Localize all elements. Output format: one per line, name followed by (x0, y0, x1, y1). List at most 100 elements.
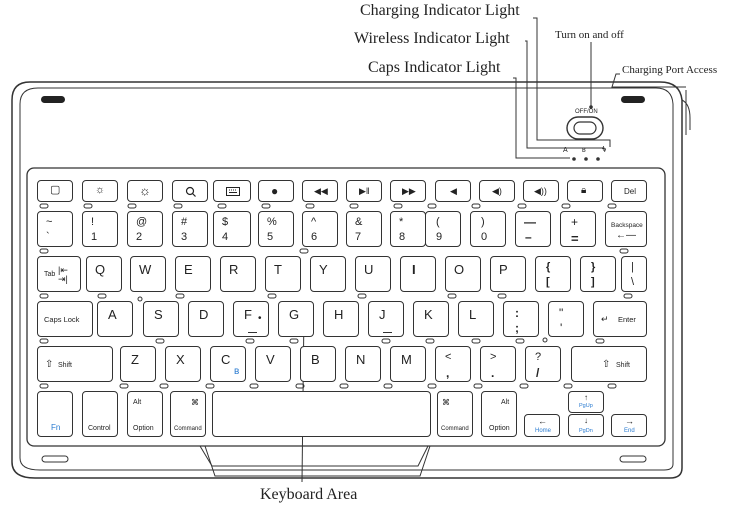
power-button[interactable] (566, 116, 604, 140)
key-legend: Y (319, 262, 328, 277)
search-icon (185, 186, 196, 197)
key-semicolon[interactable]: :; (503, 301, 539, 337)
key-slash[interactable]: ?/ (525, 346, 561, 382)
key-legend: K (424, 307, 433, 322)
brightness-down-key[interactable]: ☼ (82, 180, 118, 202)
key-g[interactable]: G (278, 301, 314, 337)
key-legend-shift: ) (481, 216, 485, 228)
brightness-up-key[interactable]: ☼ (127, 180, 163, 202)
key-p[interactable]: P (490, 256, 526, 292)
control-key[interactable]: Control (82, 391, 118, 437)
key-legend: . (491, 366, 495, 380)
key-quote[interactable]: "' (548, 301, 584, 337)
rewind-key[interactable]: ◀◀ (302, 180, 338, 202)
volume-up-key[interactable]: ◀)) (523, 180, 559, 202)
key-s[interactable]: S (143, 301, 179, 337)
left-arrow-key[interactable]: ←Home (524, 414, 560, 437)
backspace-key[interactable]: Backspace←— (605, 211, 647, 247)
key-q[interactable]: Q (86, 256, 122, 292)
fn-key[interactable]: Fn (37, 391, 73, 437)
wireless-indicator-glyph: ʙ (582, 147, 586, 154)
key-l[interactable]: L (458, 301, 494, 337)
keyboard-icon (226, 187, 240, 196)
key-o[interactable]: O (445, 256, 481, 292)
key-a[interactable]: A (97, 301, 133, 337)
key-backtick[interactable]: ~` (37, 211, 73, 247)
key-equals[interactable]: += (560, 211, 596, 247)
key-legend: M (401, 352, 412, 367)
key-e[interactable]: E (175, 256, 211, 292)
key-legend: U (364, 262, 374, 277)
key-minus[interactable]: —– (515, 211, 551, 247)
key-i[interactable]: I (400, 256, 436, 292)
home-key[interactable]: ▢ (37, 180, 73, 202)
key-u[interactable]: U (355, 256, 391, 292)
key-w[interactable]: W (130, 256, 166, 292)
key-2[interactable]: @2 (127, 211, 163, 247)
key-x[interactable]: X (165, 346, 201, 382)
caps-lock-key[interactable]: Caps Lock (37, 301, 93, 337)
key-8[interactable]: *8 (390, 211, 426, 247)
key-6[interactable]: ^6 (302, 211, 338, 247)
key-v[interactable]: V (255, 346, 291, 382)
down-arrow-key[interactable]: ↓PgDn (568, 414, 604, 437)
home-icon: ▢ (50, 184, 61, 196)
key-j[interactable]: J— (368, 301, 404, 337)
globe-key[interactable]: ● (258, 180, 294, 202)
keyboard-key[interactable] (213, 180, 251, 202)
play-pause-key[interactable]: ▶‖ (346, 180, 382, 202)
key-4[interactable]: $4 (213, 211, 251, 247)
left-shift-key[interactable]: ⇧Shift (37, 346, 113, 382)
enter-key[interactable]: ↵Enter (593, 301, 647, 337)
key-b[interactable]: B (300, 346, 336, 382)
key-comma[interactable]: <, (435, 346, 471, 382)
lock-key[interactable]: 🔒︎ (567, 180, 603, 202)
key-5[interactable]: %5 (258, 211, 294, 247)
key-legend-shift: ( (436, 216, 440, 228)
key-legend: C (221, 352, 231, 367)
key-9[interactable]: (9 (425, 211, 461, 247)
pgdn-label: PgDn (579, 428, 593, 434)
space-bar[interactable] (212, 391, 431, 437)
key-f[interactable]: F•— (233, 301, 269, 337)
key-left-bracket[interactable]: {[ (535, 256, 571, 292)
key-k[interactable]: K (413, 301, 449, 337)
key-t[interactable]: T (265, 256, 301, 292)
key-legend-shift: ? (535, 351, 542, 363)
key-d[interactable]: D (188, 301, 224, 337)
key-y[interactable]: Y (310, 256, 346, 292)
volume-down-key[interactable]: ◀) (479, 180, 515, 202)
tab-key[interactable]: Tab|⇤⇥| (37, 256, 81, 292)
key-right-bracket[interactable]: }] (580, 256, 616, 292)
right-command-key[interactable]: ⌘Command (437, 391, 473, 437)
key-period[interactable]: >. (480, 346, 516, 382)
fast-forward-key[interactable]: ▶▶ (390, 180, 426, 202)
right-shift-key[interactable]: ⇧Shift (571, 346, 647, 382)
key-r[interactable]: R (220, 256, 256, 292)
right-arrow-key[interactable]: →End (611, 414, 647, 437)
delete-key[interactable]: Del (611, 180, 647, 202)
key-n[interactable]: N (345, 346, 381, 382)
key-m[interactable]: M (390, 346, 426, 382)
key-z[interactable]: Z (120, 346, 156, 382)
search-key[interactable] (172, 180, 208, 202)
left-command-key[interactable]: ⌘Command (170, 391, 206, 437)
key-legend-shift: # (181, 216, 188, 228)
key-backslash[interactable]: |\ (621, 256, 647, 292)
key-h[interactable]: H (323, 301, 359, 337)
caps-indicator-glyph: A (563, 147, 568, 154)
key-3[interactable]: #3 (172, 211, 208, 247)
key-7[interactable]: &7 (346, 211, 382, 247)
key-legend: 7 (355, 231, 362, 243)
key-0[interactable]: )0 (470, 211, 506, 247)
mute-key[interactable]: ◀ (435, 180, 471, 202)
up-arrow-key[interactable]: ↑PgUp (568, 391, 604, 413)
command-icon: ⌘ (191, 398, 199, 407)
key-legend: G (289, 307, 300, 322)
key-legend-shift: % (267, 216, 277, 228)
key-1[interactable]: !1 (82, 211, 118, 247)
